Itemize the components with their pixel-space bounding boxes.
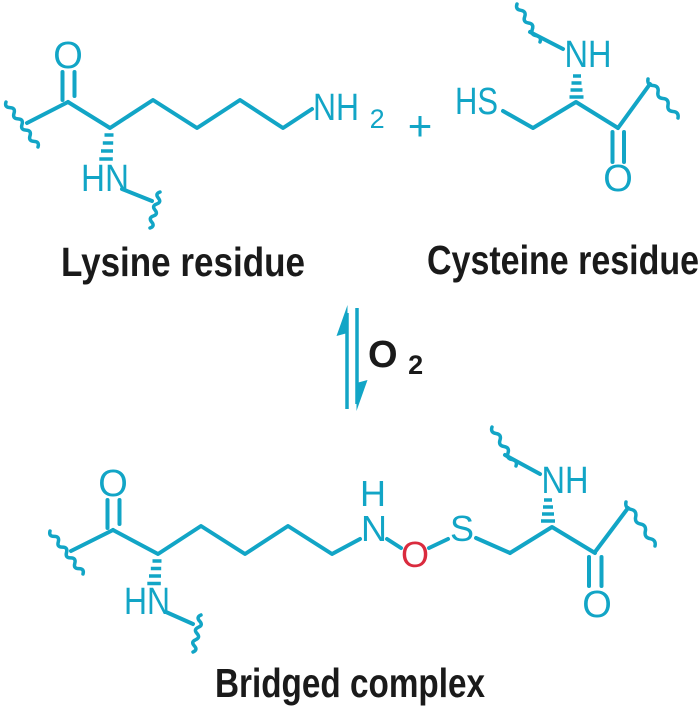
bond — [474, 536, 512, 555]
lysine-amine-subscript: 2 — [370, 104, 385, 134]
bond — [427, 537, 450, 550]
bridged-lysine-carbonyl-oxygen-label: O — [98, 463, 128, 505]
carbon-chain — [501, 100, 620, 130]
bond — [120, 187, 154, 203]
oxygen-condition-label: O 2 — [368, 334, 423, 380]
bridged-complex-title: Bridged complex — [215, 660, 485, 706]
equilibrium-arrow-up-head — [336, 305, 348, 336]
bridged-complex-structure: O HN H N O S NH O — [47, 425, 657, 706]
peptide-truncation-squiggle — [489, 425, 519, 468]
bond — [616, 82, 652, 130]
equilibrium-arrow-down-head — [356, 380, 368, 411]
peptide-truncation-squiggle — [624, 500, 657, 548]
peptide-truncation-squiggle — [3, 100, 41, 149]
cysteine-thiol-label: HS — [455, 81, 498, 123]
cysteine-alpha-nh-label: NH — [565, 34, 612, 76]
bridged-lysine-alpha-nh-label: HN — [124, 581, 170, 623]
bridged-cysteine-carbonyl-oxygen-label: O — [582, 584, 612, 626]
lysine-amine-main: NH — [313, 87, 359, 129]
cysteine-structure: NH HS O Cysteine residue — [427, 2, 699, 283]
bond — [69, 528, 115, 553]
lysine-amine-label: NH 2 — [313, 87, 385, 134]
plus-sign: + — [408, 102, 433, 149]
carbon-chain — [111, 524, 362, 556]
carbon-chain — [66, 98, 314, 130]
lysine-title: Lysine residue — [61, 239, 305, 285]
peptide-truncation-squiggle — [47, 529, 86, 576]
stereo-wedge — [147, 559, 162, 586]
cysteine-title: Cysteine residue — [427, 237, 699, 283]
cysteine-carbonyl-oxygen-label: O — [603, 158, 633, 200]
stereo-wedge — [99, 133, 114, 161]
bridge-oxygen-label: O — [401, 534, 429, 575]
bond — [593, 506, 630, 554]
bridge-sulfur-label: S — [450, 508, 474, 549]
lysine-alpha-nh-label: HN — [81, 158, 129, 200]
bond — [385, 537, 403, 550]
equilibrium-arrows: O 2 — [336, 305, 423, 411]
oxygen-condition-main: O — [368, 334, 398, 376]
bridged-cysteine-alpha-nh-label: NH — [542, 460, 589, 502]
bridge-nh-hydrogen-label: H — [360, 473, 386, 514]
peptide-truncation-squiggle — [148, 190, 162, 230]
bridge-nitrogen-label: N — [361, 508, 387, 549]
oxygen-condition-subscript: 2 — [408, 350, 423, 380]
bond — [528, 30, 565, 51]
stereo-wedge — [541, 498, 555, 523]
bond — [25, 100, 70, 125]
peptide-truncation-squiggle — [191, 613, 203, 654]
lysine-carbonyl-oxygen-label: O — [53, 35, 83, 77]
peptide-truncation-squiggle — [646, 77, 680, 120]
stereo-wedge — [569, 74, 584, 99]
carbon-chain — [508, 525, 597, 555]
lysine-structure: O HN NH 2 Lysine residue — [3, 35, 385, 285]
bond — [164, 610, 195, 626]
